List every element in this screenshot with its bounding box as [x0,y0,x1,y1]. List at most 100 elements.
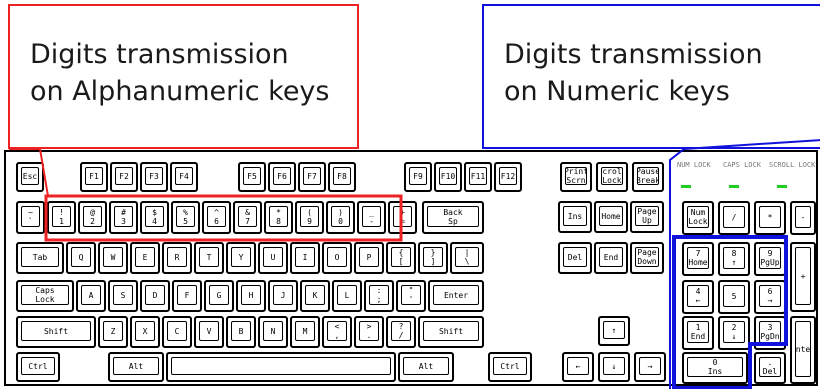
key-n: N [258,316,288,348]
key-numpad-minus: - [790,201,816,235]
numeric-callout-line-1: Digits transmission [504,39,763,70]
key-symbol-label: } ] [423,247,443,267]
key-del: Del [558,242,592,274]
key-f9: F9 [404,162,432,192]
key-page-down: Page Down [630,242,664,274]
key-8: * 8 [264,201,293,234]
scroll-lock-indicator-light [777,185,787,188]
key-numpad-5: 5 [718,280,750,314]
key-esc: Esc [16,162,44,192]
key-page-up-label: Page Up [635,206,659,226]
key-m-label: M [295,321,315,341]
key-num-lock-label: Num Lock [687,206,709,228]
key-symbol-label: { [ [391,247,411,267]
key-k: K [300,280,330,312]
key-2-label: @ 2 [83,206,102,227]
key-tab-label: Tab [21,247,59,267]
key-f7: F7 [298,162,326,192]
numeric-callout: Digits transmission on Numeric keys [482,4,820,149]
key-r: R [162,242,192,274]
key-numpad-minus-label: - [795,206,811,228]
key-f10-label: F10 [439,167,457,185]
key-symbol-label: ? / [391,321,411,341]
key-q: Q [66,242,96,274]
numeric-callout-line-2: on Numeric keys [504,76,730,107]
key-f1-label: F1 [85,167,103,185]
key-h-label: H [241,285,261,305]
key-end: End [594,242,628,274]
key-t: T [194,242,224,274]
key-arrow-up-label: ↑ [603,321,625,339]
key-c: C [162,316,192,348]
key-del-label: Del [563,247,587,267]
key-f5-label: F5 [243,167,261,185]
key-end-label: End [599,247,623,267]
key-numpad-2-label: 2 ↓ [723,321,745,343]
key-print-scrn: Print Scrn [560,162,592,192]
key-f5: F5 [238,162,266,192]
key-backslash-label: | \ [455,247,479,267]
key-f4-label: F4 [175,167,193,185]
key-symbol-label: : ; [369,285,389,305]
key-y-label: Y [231,247,251,267]
key-4: $ 4 [140,201,169,234]
key-arrow-left-label: ← [567,357,589,375]
key-symbol: > . [354,316,384,348]
key-f11-label: F11 [469,167,487,185]
key-6: ^ 6 [202,201,231,234]
key-o-label: O [327,247,347,267]
key-caps-lock-label: Caps Lock [21,285,69,305]
key-numpad-5-label: 5 [723,285,745,307]
key-numpad-3-label: 3 PgDn [759,321,781,343]
key-symbol-label: " ' [401,285,421,305]
key-f1: F1 [80,162,108,192]
alphanumeric-callout-line-2: on Alphanumeric keys [30,76,330,107]
key-numpad-9-label: 9 PgUp [759,247,781,269]
key-home: Home [594,201,628,233]
key-1: ! 1 [47,201,76,234]
key-r-label: R [167,247,187,267]
key-q-label: Q [71,247,91,267]
key-0-label: ) 0 [331,206,350,227]
key-numpad-0-label: 0 Ins [687,357,743,377]
key-w: W [98,242,128,274]
key-numpad-3: 3 PgDn [754,316,786,350]
key-left-shift-label: Shift [21,321,91,341]
key-left-alt: Alt [108,352,164,382]
key-u-label: U [263,247,283,267]
key-arrow-right: → [634,352,666,382]
key-n-label: N [263,321,283,341]
key-enter: Enter [428,280,484,312]
key-home-label: Home [599,206,623,226]
key-i-label: I [295,247,315,267]
key-numpad-7-label: 7 Home [687,247,709,269]
key-symbol-label: < , [327,321,347,341]
key-w-label: W [103,247,123,267]
key-numpad-9: 9 PgUp [754,242,786,276]
key-spacebar [166,352,396,382]
key-z-label: Z [103,321,123,341]
key-f12-label: F12 [499,167,517,185]
key-numpad-plus-label: + [795,247,811,305]
key-esc-label: Esc [21,167,39,185]
key-d-label: D [145,285,165,305]
key-p-label: P [359,247,379,267]
key-numpad-4: 4 ← [682,280,714,314]
key-symbol: : ; [364,280,394,312]
key-f8: F8 [328,162,356,192]
key-symbol: { [ [386,242,416,274]
key-f4: F4 [170,162,198,192]
key-f2-label: F2 [115,167,133,185]
key-numpad-multiply: * [754,201,786,235]
key-i: I [290,242,320,274]
key-e: E [130,242,160,274]
key-l-label: L [337,285,357,305]
key-j-label: J [273,285,293,305]
key-numpad-0: 0 Ins [682,352,748,384]
key-5: % 5 [171,201,200,234]
key-1-label: ! 1 [52,206,71,227]
key-j: J [268,280,298,312]
key-arrow-right-label: → [639,357,661,375]
key-f11: F11 [464,162,492,192]
